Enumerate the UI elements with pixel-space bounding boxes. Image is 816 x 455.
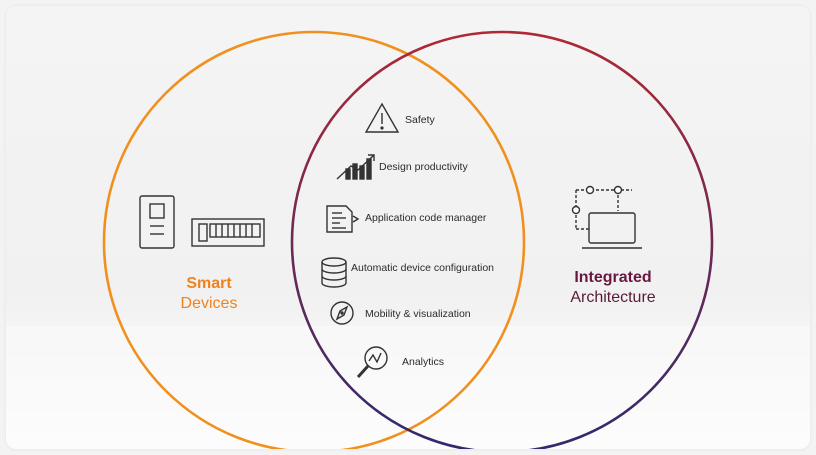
item-label-application-code-manager: Application code manager: [365, 212, 487, 224]
item-label-automatic-device-configuration: Automatic device configuration: [351, 262, 494, 274]
integrated-architecture-title: Integrated Architecture: [553, 268, 673, 308]
item-label-safety: Safety: [405, 114, 435, 126]
integrated-architecture-line2: Architecture: [570, 289, 656, 306]
item-label-design-productivity: Design productivity: [379, 161, 468, 173]
code-editor-icon: [326, 205, 360, 233]
smart-devices-title: Smart Devices: [164, 274, 254, 314]
diagram-card: Smart Devices Integrated Architecture Sa…: [6, 6, 810, 449]
venn-diagram: [6, 30, 810, 449]
smart-devices-line1: Smart: [186, 275, 232, 292]
smart-devices-line2: Devices: [180, 295, 238, 312]
magnifier-icon: [356, 346, 388, 379]
laptop-network-icon: [571, 185, 642, 249]
compass-icon: [330, 301, 354, 325]
database-icon: [321, 257, 347, 288]
item-label-analytics: Analytics: [402, 356, 445, 368]
warning-icon: [364, 102, 400, 133]
smart-devices-circle: [102, 30, 526, 449]
smart-device-icon: [139, 195, 265, 249]
integrated-architecture-line1: Integrated: [574, 269, 652, 286]
integrated-architecture-circle: [290, 30, 714, 449]
trend-chart-icon: [336, 154, 375, 180]
item-label-mobility-visualization: Mobility & visualization: [365, 308, 471, 320]
